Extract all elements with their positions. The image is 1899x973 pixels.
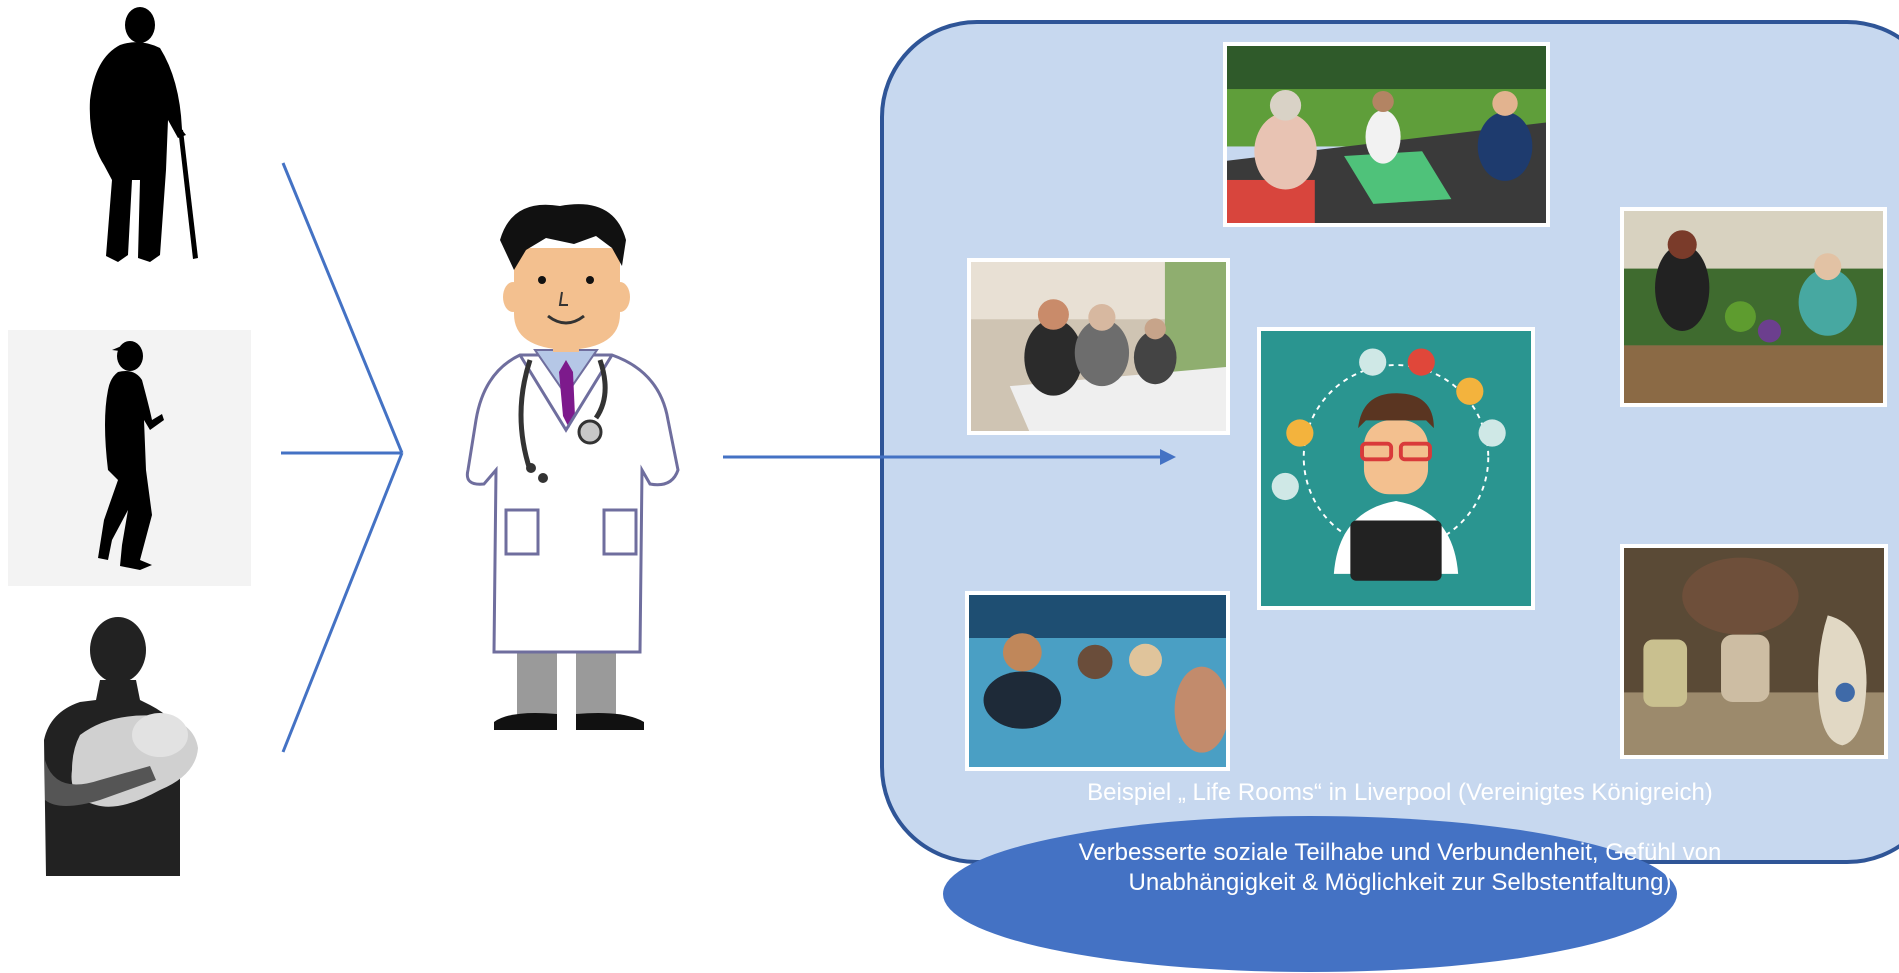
- doctor-icon: [465, 204, 680, 730]
- outcome-caption-line-2: Unabhängigkeit & Möglichkeit zur Selbste…: [1128, 869, 1672, 896]
- cafe-group-photo: [967, 258, 1230, 435]
- yoga-photo: [1223, 42, 1550, 227]
- referral-arrow: [723, 449, 1176, 465]
- gardening-photo: [1620, 207, 1887, 407]
- example-caption: Beispiel „ Life Rooms“ in Liverpool (Ver…: [1087, 779, 1713, 806]
- converging-arrow-lines: [281, 162, 404, 753]
- online-community-image: [1257, 327, 1535, 610]
- elderly-person-with-cane-icon: [89, 7, 198, 262]
- swimming-pool-photo: [965, 591, 1230, 771]
- pottery-photo: [1620, 544, 1888, 759]
- caption-text: Beispiel „ Life Rooms“ in Liverpool (Ver…: [935, 778, 1865, 898]
- person-with-phone-icon: [98, 341, 164, 570]
- caption-oval: [943, 816, 1677, 972]
- outcome-caption-line-1: Verbesserte soziale Teilhabe und Verbund…: [1078, 839, 1722, 866]
- parent-holding-baby-icon: [44, 617, 198, 876]
